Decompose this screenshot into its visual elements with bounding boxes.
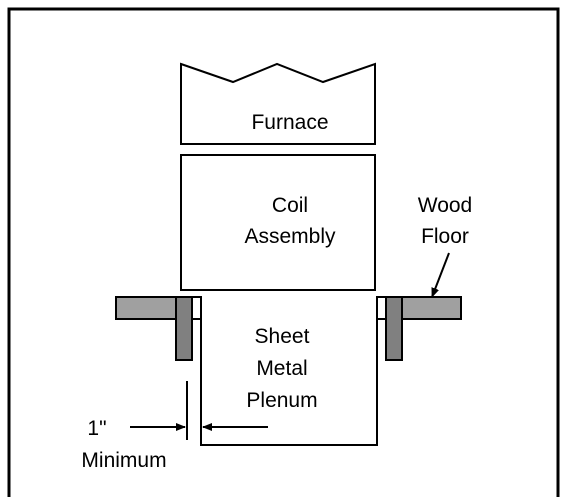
- furnace-label: Furnace: [251, 111, 328, 134]
- clearance-value-label: 1": [87, 417, 106, 440]
- wood-floor-label-line1: Wood: [418, 194, 472, 217]
- furnace-box: [180, 62, 376, 145]
- coil-assembly-label-line1: Coil: [272, 194, 308, 217]
- diagram-frame: [7, 7, 560, 497]
- wood-floor-left: [115, 296, 182, 320]
- plenum-label-line2: Metal: [256, 357, 307, 380]
- flange-right: [376, 296, 387, 320]
- joist-left: [175, 296, 193, 361]
- coil-assembly-label-line2: Assembly: [244, 225, 336, 248]
- flange-left: [191, 296, 202, 320]
- clearance-minimum-label: Minimum: [81, 449, 166, 472]
- plenum-label-line3: Plenum: [246, 389, 317, 412]
- plenum-label-line1: Sheet: [255, 325, 310, 348]
- joist-right: [385, 296, 403, 361]
- wood-floor-leader-arrow: [431, 252, 450, 298]
- sheet-metal-plenum: [200, 297, 378, 446]
- coil-assembly-box: [180, 154, 376, 291]
- wood-floor-label-line2: Floor: [421, 225, 469, 248]
